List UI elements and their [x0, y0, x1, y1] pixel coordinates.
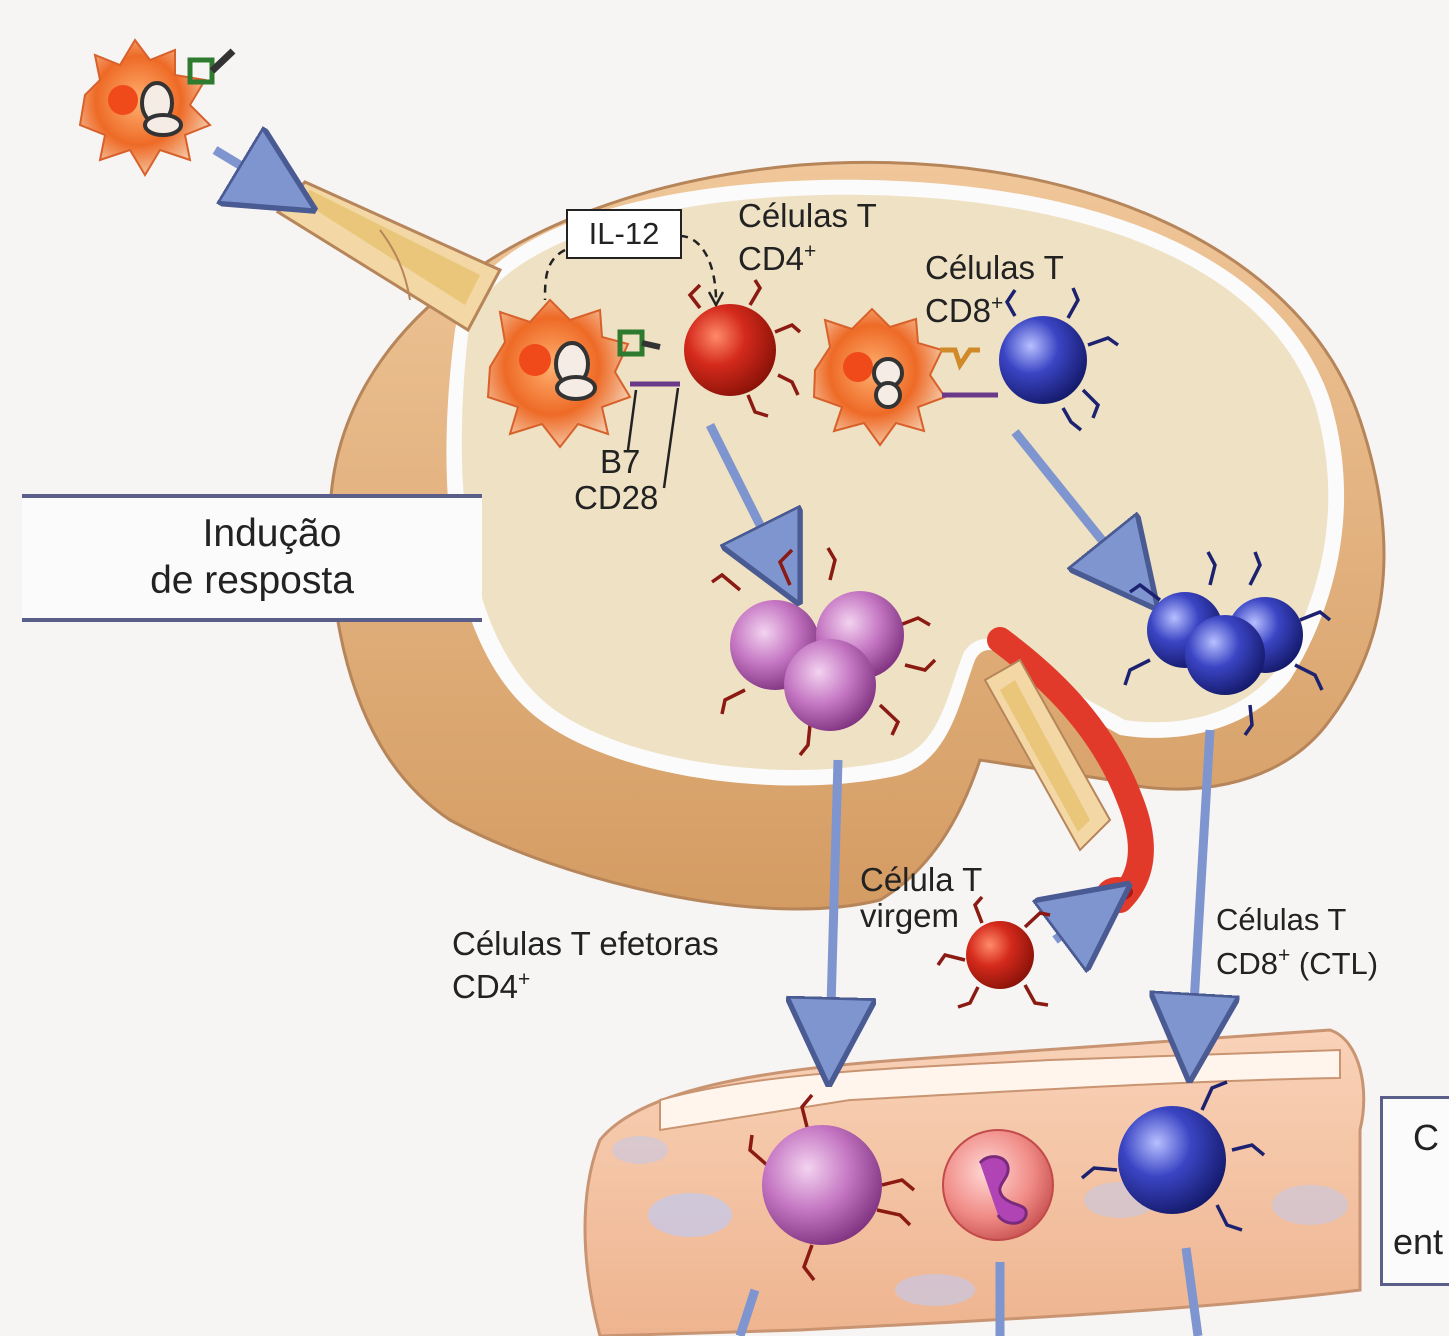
right-cut-text2: ent: [1393, 1221, 1443, 1263]
arrow-naive-to-vessel: [1055, 910, 1095, 940]
induction-line1: Indução: [22, 510, 482, 557]
naive-line2: virgem: [860, 897, 959, 934]
dendritic-cell-icon: [80, 40, 233, 175]
induction-line2: de resposta: [22, 557, 482, 604]
naive-label: Célula T virgem: [860, 862, 982, 934]
ctl-suffix: (CTL): [1290, 946, 1378, 981]
effector-line1: Células T efetoras: [452, 925, 719, 962]
cd8-title-label: Células T CD8+: [925, 250, 1064, 329]
ctl-label: Células T CD8+ (CTL): [1216, 902, 1378, 982]
cd8-title-plus: +: [991, 292, 1003, 315]
il12-label: IL-12: [566, 209, 682, 259]
induction-box: Indução de resposta: [22, 494, 482, 622]
cd4-title-line2: CD4: [738, 240, 804, 277]
cd8-title-line1: Células T: [925, 249, 1064, 286]
naive-line1: Célula T: [860, 861, 982, 898]
arrow-dc-to-lymph: [215, 150, 278, 188]
ctl-plus: +: [1278, 944, 1290, 967]
afferent-lymphatic: [278, 182, 500, 330]
cd4-title-plus: +: [804, 240, 816, 263]
ctl-line2: CD8: [1216, 946, 1278, 981]
cd4-title-label: Células T CD4+: [738, 198, 877, 277]
effector-plus: +: [518, 968, 530, 991]
effector-line2: CD4: [452, 968, 518, 1005]
right-cut-text1: C: [1413, 1117, 1439, 1159]
cd28-label: CD28: [574, 480, 658, 516]
right-cut-box: C ent: [1380, 1096, 1449, 1286]
cd8-title-line2: CD8: [925, 292, 991, 329]
cd4-title-line1: Células T: [738, 197, 877, 234]
b7-label: B7: [600, 444, 640, 480]
effector-label: Células T efetoras CD4+: [452, 926, 719, 1005]
neutrophil-icon: [943, 1130, 1053, 1240]
ctl-line1: Células T: [1216, 902, 1346, 937]
